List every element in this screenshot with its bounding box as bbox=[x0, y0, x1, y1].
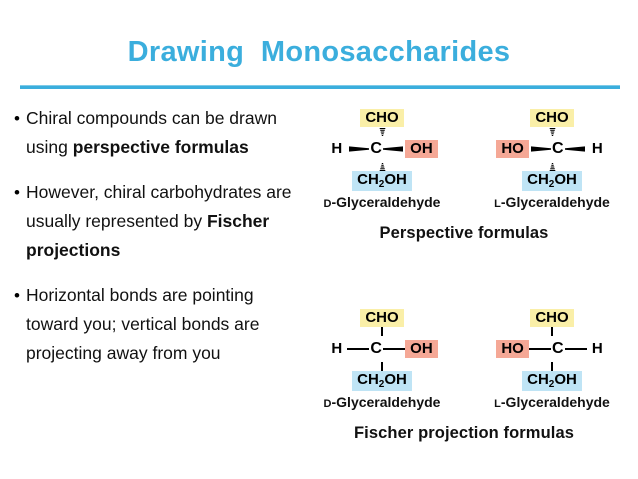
bullet-emphasis: perspective formulas bbox=[72, 137, 249, 157]
molecule-name-body: -Glyceraldehyde bbox=[500, 194, 610, 210]
figure-caption: Perspective formulas bbox=[379, 224, 549, 242]
left-substituent-label: HO bbox=[496, 340, 529, 358]
hashed-bond-icon bbox=[379, 128, 385, 136]
bullet-marker-icon: • bbox=[14, 109, 20, 128]
bullet-item: • Horizontal bonds are pointing toward yo… bbox=[8, 281, 308, 368]
central-carbon-row: HO C H bbox=[472, 336, 632, 362]
central-carbon-label: C bbox=[370, 140, 382, 157]
molecule-name: D-Glyceraldehyde bbox=[302, 194, 462, 210]
wedge-bond-icon bbox=[383, 146, 404, 152]
vertical-bond-line bbox=[551, 362, 553, 371]
stereo-descriptor: D bbox=[323, 398, 332, 410]
figure-caption: Fischer projection formulas bbox=[354, 424, 574, 442]
aldehyde-group-label: CHO bbox=[530, 108, 574, 127]
molecule-name: D-Glyceraldehyde bbox=[302, 394, 462, 410]
bullet-segment: Horizontal bonds are pointing toward you… bbox=[26, 285, 260, 363]
stereo-descriptor: L bbox=[494, 398, 501, 410]
bond-upper bbox=[472, 127, 632, 136]
bullet-text: Horizontal bonds are pointing toward you… bbox=[26, 281, 308, 368]
molecule-name-body: -Glyceraldehyde bbox=[500, 394, 610, 410]
wedge-bond-icon bbox=[530, 146, 551, 152]
bond-upper bbox=[302, 127, 462, 136]
bullet-segment: However, chiral carbohydrates are usuall… bbox=[26, 182, 292, 231]
bond-lower bbox=[472, 362, 632, 371]
wedge-bond-icon bbox=[564, 146, 585, 152]
hydroxymethyl-group-label: CH2OH bbox=[352, 170, 412, 191]
aldehyde-group-label: CHO bbox=[360, 108, 404, 127]
left-substituent-label: H bbox=[331, 340, 343, 357]
bullet-text: However, chiral carbohydrates are usuall… bbox=[26, 178, 308, 265]
single-bond-line bbox=[383, 348, 406, 350]
page-title: Drawing Monosaccharides bbox=[127, 36, 511, 68]
bullet-list: • Chiral compounds can be drawn using per… bbox=[8, 104, 308, 384]
molecule-name-body: -Glyceraldehyde bbox=[331, 394, 441, 410]
vertical-bond-line bbox=[551, 327, 553, 336]
vertical-bond-line bbox=[381, 327, 383, 336]
bond-lower bbox=[302, 362, 462, 371]
bullet-text: Chiral compounds can be drawn using pers… bbox=[26, 104, 308, 162]
bullet-segment: Chiral compounds can be drawn using bbox=[26, 108, 277, 157]
central-carbon-label: C bbox=[552, 340, 564, 357]
right-substituent-label: OH bbox=[405, 340, 438, 358]
left-substituent-label: H bbox=[331, 140, 343, 157]
left-substituent-label: HO bbox=[496, 140, 529, 158]
wedge-bond-icon bbox=[349, 146, 370, 152]
right-substituent-label: H bbox=[591, 140, 603, 157]
bond-upper bbox=[302, 327, 462, 336]
central-carbon-label: C bbox=[370, 340, 382, 357]
aldehyde-group-label: CHO bbox=[360, 308, 404, 327]
molecule-name: L-Glyceraldehyde bbox=[472, 194, 632, 210]
bond-upper bbox=[472, 327, 632, 336]
stereo-descriptor: D bbox=[323, 198, 332, 210]
central-carbon-row: H C OH bbox=[302, 136, 462, 162]
bullet-marker-icon: • bbox=[14, 286, 20, 305]
bullet-marker-icon: • bbox=[14, 183, 20, 202]
hydroxymethyl-group-label: CH2OH bbox=[352, 370, 412, 391]
right-substituent-label: OH bbox=[405, 140, 438, 158]
single-bond-line bbox=[564, 348, 587, 350]
single-bond-line bbox=[528, 348, 551, 350]
bullet-emphasis: Fischer projections bbox=[26, 211, 270, 260]
central-carbon-row: H C OH bbox=[302, 336, 462, 362]
central-carbon-row: HO C H bbox=[472, 136, 632, 162]
molecule-d-glyceraldehyde-fischer: CHO H C OH CH2OH D-Glyceraldehyde bbox=[302, 308, 462, 410]
molecule-name: L-Glyceraldehyde bbox=[472, 394, 632, 410]
aldehyde-group-label: CHO bbox=[530, 308, 574, 327]
molecule-name-body: -Glyceraldehyde bbox=[331, 194, 441, 210]
right-substituent-label: H bbox=[591, 340, 603, 357]
hydroxymethyl-group-label: CH2OH bbox=[522, 370, 582, 391]
single-bond-line bbox=[347, 348, 370, 350]
hashed-bond-icon bbox=[549, 128, 555, 136]
hydroxymethyl-group-label: CH2OH bbox=[522, 170, 582, 191]
vertical-bond-line bbox=[381, 362, 383, 371]
central-carbon-label: C bbox=[552, 140, 564, 157]
bullet-item: • However, chiral carbohydrates are usual… bbox=[8, 178, 308, 265]
molecule-d-glyceraldehyde-perspective: CHO H C OH CH2OH D-Glyceraldehyde bbox=[302, 108, 462, 210]
stereo-descriptor: L bbox=[494, 198, 501, 210]
bullet-item: • Chiral compounds can be drawn using per… bbox=[8, 104, 308, 162]
title-divider bbox=[20, 85, 620, 89]
